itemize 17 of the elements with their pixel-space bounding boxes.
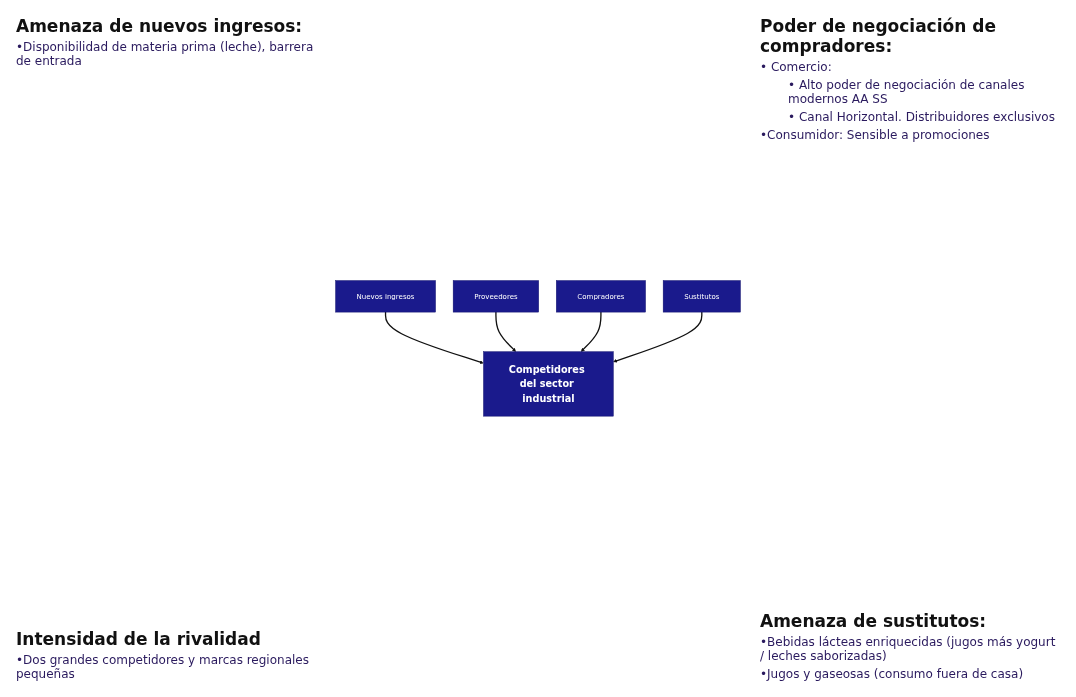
arrow [384,311,484,365]
bullet-text: • Alto poder de negociación de canales modernos AA SS [787,78,1026,106]
heading-text: Amenaza de nuevos ingresos: [16,16,304,36]
arrow [495,311,517,352]
bullet-text: •Consumidor: Sensible a promociones [760,128,991,142]
heading-text: Amenaza de sustitutos: [760,611,988,631]
bullet-text: •Bebidas lácteas enriquecidas (jugos más yogurt / leches saborizadas) [760,635,1057,663]
arrow [613,311,703,363]
bullet-text: •Dos grandes competidores y marcas regionales pequeñas [16,653,310,681]
arrow [580,311,602,352]
bullet-text: • Comercio: [760,60,833,74]
node-box: Competidores del sector industrial [483,351,614,417]
heading-text: Poder de negociación de compradores: [760,16,997,56]
bullet-text: • Canal Horizontal. Distribuidores exclusivos [787,110,1056,124]
heading-text: Intensidad de la rivalidad [16,629,262,649]
bullet-text: •Disponibilidad de materia prima (leche), barrera de entrada [16,40,315,68]
bullet-text: •Jugos y gaseosas (consumo fuera de casa) [760,667,1025,681]
